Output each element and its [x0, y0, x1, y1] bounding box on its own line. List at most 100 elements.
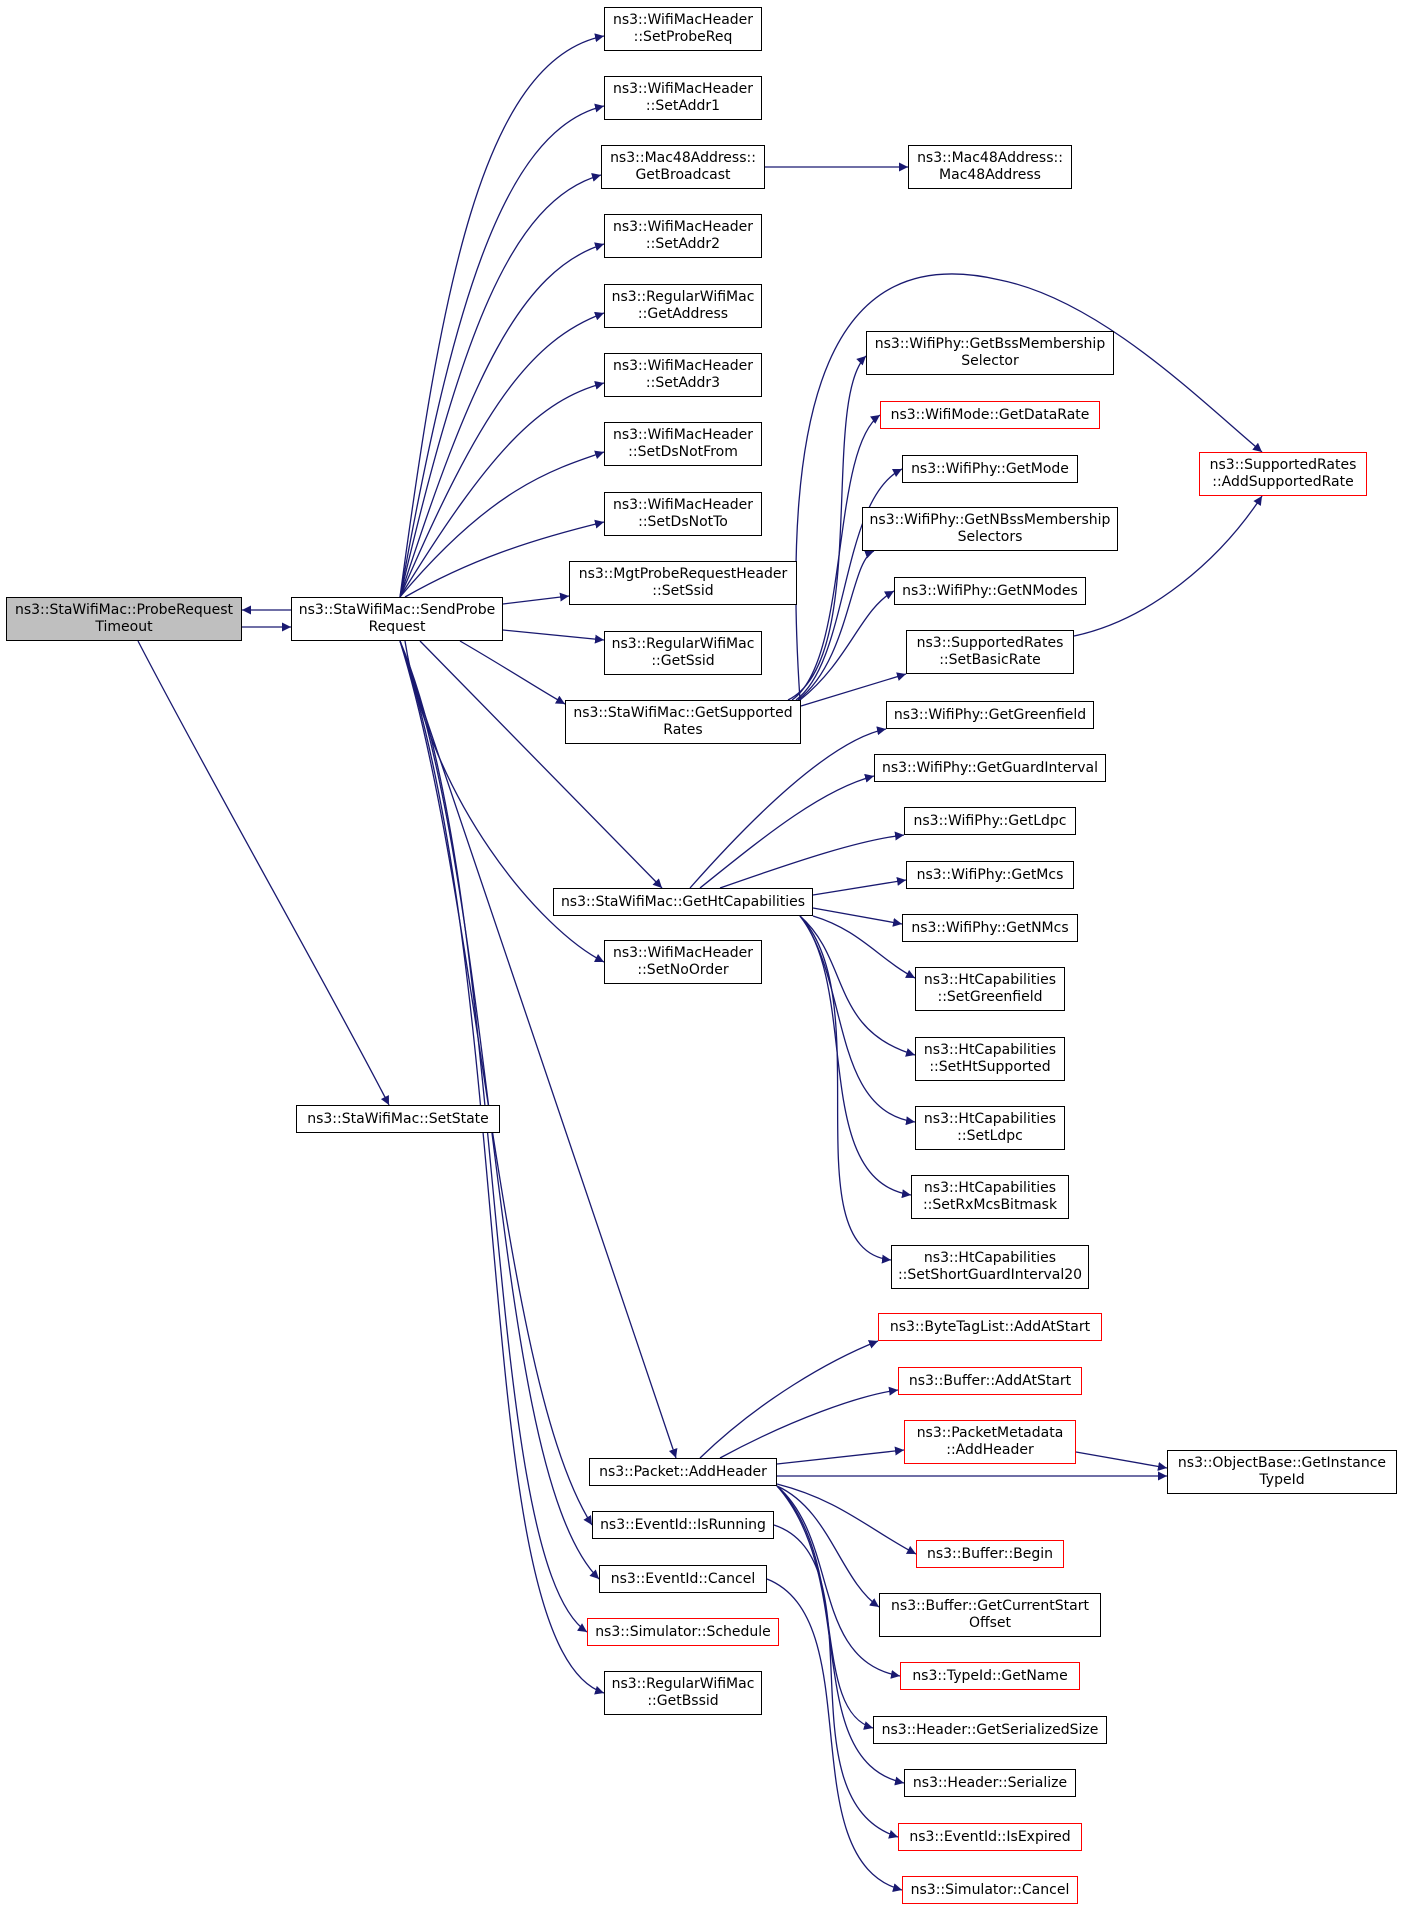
node-packet-metadata-add-header[interactable]: ns3::PacketMetadata::AddHeader: [904, 1420, 1076, 1464]
edge-to-buffer-begin: [776, 1483, 917, 1555]
node-label-line: ns3::PacketMetadata: [916, 1425, 1064, 1441]
edge-to-get-n-modes: [799, 590, 895, 701]
node-label-line: ns3::WifiMacHeader: [612, 358, 754, 374]
node-label-line: ns3::HtCapabilities: [923, 1250, 1057, 1266]
node-label-line: ns3::EventId::Cancel: [610, 1570, 756, 1587]
node-label-line: ns3::WifiPhy::GetNModes: [902, 582, 1078, 599]
node-label-line: ns3::WifiMacHeader: [612, 219, 754, 235]
edge-to-bytetag-add-at-start: [699, 1340, 879, 1459]
edge-to-set-addr3: [399, 380, 605, 598]
node-get-address[interactable]: ns3::RegularWifiMac::GetAddress: [604, 284, 762, 328]
node-typeid-get-name[interactable]: ns3::TypeId::GetName: [900, 1662, 1080, 1690]
node-set-basic-rate[interactable]: ns3::SupportedRates::SetBasicRate: [906, 630, 1074, 674]
edge-to-buffer-cso: [776, 1485, 880, 1608]
node-simulator-cancel[interactable]: ns3::Simulator::Cancel: [902, 1876, 1078, 1904]
node-label-line: ns3::WifiPhy::GetNMcs: [911, 919, 1069, 936]
node-label-line: ns3::RegularWifiMac: [611, 636, 755, 652]
node-set-ht-supported[interactable]: ns3::HtCapabilities::SetHtSupported: [915, 1037, 1065, 1081]
node-get-n-mcs[interactable]: ns3::WifiPhy::GetNMcs: [902, 914, 1078, 942]
node-set-ds-not-from[interactable]: ns3::WifiMacHeader::SetDsNotFrom: [604, 422, 762, 466]
node-get-n-modes[interactable]: ns3::WifiPhy::GetNModes: [894, 577, 1086, 605]
node-set-short-guard-interval20[interactable]: ns3::HtCapabilities::SetShortGuardInterv…: [891, 1245, 1089, 1289]
node-label-line: ::SetDsNotFrom: [628, 444, 738, 460]
node-label-line: ns3::WifiMacHeader: [612, 12, 754, 28]
node-header-get-serialized-size[interactable]: ns3::Header::GetSerializedSize: [873, 1716, 1107, 1744]
edge-to-set-probe-req: [399, 33, 605, 598]
edge-to-get-ldpc: [719, 831, 905, 889]
node-get-ht-capabilities[interactable]: ns3::StaWifiMac::GetHtCapabilities: [553, 888, 813, 916]
edge-to-set-ds-not-from: [399, 450, 605, 598]
node-label-line: ns3::Buffer::Begin: [926, 1545, 1054, 1562]
node-set-addr2[interactable]: ns3::WifiMacHeader::SetAddr2: [604, 214, 762, 258]
node-add-supported-rate[interactable]: ns3::SupportedRates::AddSupportedRate: [1199, 452, 1367, 496]
node-label-line: ::SetLdpc: [957, 1128, 1023, 1144]
edge-to-get-ht-capabilities: [419, 640, 663, 889]
edge-to-set-sgi20: [799, 915, 892, 1264]
edge-to-set-no-order: [404, 640, 605, 963]
node-label-line: Timeout: [95, 619, 153, 635]
node-label-line: ns3::Simulator::Cancel: [910, 1881, 1070, 1898]
node-get-mcs[interactable]: ns3::WifiPhy::GetMcs: [906, 861, 1074, 889]
node-bytetaglist-add-at-start[interactable]: ns3::ByteTagList::AddAtStart: [878, 1313, 1102, 1341]
node-event-is-running[interactable]: ns3::EventId::IsRunning: [592, 1511, 774, 1539]
edge-to-get-mcs: [812, 876, 907, 896]
node-set-addr1[interactable]: ns3::WifiMacHeader::SetAddr1: [604, 76, 762, 120]
node-set-probe-req[interactable]: ns3::WifiMacHeader::SetProbeReq: [604, 7, 762, 51]
node-event-is-expired[interactable]: ns3::EventId::IsExpired: [898, 1823, 1082, 1851]
node-set-ldpc[interactable]: ns3::HtCapabilities::SetLdpc: [915, 1106, 1065, 1150]
node-label-line: ns3::StaWifiMac::GetSupported: [573, 705, 793, 721]
node-label-line: ns3::ObjectBase::GetInstance: [1177, 1455, 1387, 1471]
node-get-ldpc[interactable]: ns3::WifiPhy::GetLdpc: [904, 807, 1076, 835]
node-label-line: ::SetRxMcsBitmask: [922, 1197, 1058, 1213]
node-get-mode[interactable]: ns3::WifiPhy::GetMode: [902, 455, 1078, 483]
node-set-rx-mcs-bitmask[interactable]: ns3::HtCapabilities::SetRxMcsBitmask: [911, 1175, 1069, 1219]
node-get-broadcast[interactable]: ns3::Mac48Address::GetBroadcast: [601, 145, 765, 189]
node-set-no-order[interactable]: ns3::WifiMacHeader::SetNoOrder: [604, 940, 762, 984]
node-set-addr3[interactable]: ns3::WifiMacHeader::SetAddr3: [604, 353, 762, 397]
edge-to-add-header: [399, 640, 678, 1459]
node-label-line: Request: [368, 619, 426, 635]
node-label-line: ns3::StaWifiMac::GetHtCapabilities: [560, 893, 806, 910]
node-event-cancel[interactable]: ns3::EventId::Cancel: [599, 1565, 767, 1593]
node-packet-add-header[interactable]: ns3::Packet::AddHeader: [589, 1458, 777, 1486]
edge-to-pm-add-header: [776, 1446, 905, 1465]
node-set-state[interactable]: ns3::StaWifiMac::SetState: [296, 1105, 500, 1133]
node-get-data-rate[interactable]: ns3::WifiMode::GetDataRate: [880, 401, 1100, 429]
node-label-line: ns3::WifiPhy::GetLdpc: [913, 812, 1067, 829]
node-simulator-schedule[interactable]: ns3::Simulator::Schedule: [587, 1618, 779, 1646]
node-label-line: ns3::WifiMacHeader: [612, 945, 754, 961]
node-label-line: ns3::Header::GetSerializedSize: [881, 1721, 1099, 1738]
node-mac48address[interactable]: ns3::Mac48Address::Mac48Address: [908, 145, 1072, 189]
node-header-serialize[interactable]: ns3::Header::Serialize: [904, 1769, 1076, 1797]
node-probe-set-ssid[interactable]: ns3::MgtProbeRequestHeader::SetSsid: [569, 561, 797, 605]
node-set-greenfield[interactable]: ns3::HtCapabilities::SetGreenfield: [915, 967, 1065, 1011]
edge-to-get-n-mcs: [812, 907, 903, 927]
edge-to-get-mode: [795, 468, 903, 701]
node-label-line: ns3::HtCapabilities: [923, 1042, 1057, 1058]
edge-is-running-to-is-expired: [773, 1524, 899, 1839]
node-label-line: ::SetDsNotTo: [638, 514, 728, 530]
node-label-line: ns3::Buffer::GetCurrentStart: [891, 1598, 1089, 1614]
node-get-ssid[interactable]: ns3::RegularWifiMac::GetSsid: [604, 631, 762, 675]
node-label-line: ns3::Mac48Address::: [917, 150, 1063, 166]
node-get-guard-interval[interactable]: ns3::WifiPhy::GetGuardInterval: [874, 754, 1106, 782]
node-buffer-begin[interactable]: ns3::Buffer::Begin: [916, 1540, 1064, 1568]
node-buffer-add-at-start[interactable]: ns3::Buffer::AddAtStart: [898, 1367, 1082, 1395]
node-label-line: Rates: [663, 722, 703, 738]
node-get-bssid[interactable]: ns3::RegularWifiMac::GetBssid: [604, 1671, 762, 1715]
node-label-line: ns3::WifiMacHeader: [612, 81, 754, 97]
edge-to-typeid-get-name: [776, 1485, 901, 1679]
node-label-line: ::GetBssid: [647, 1693, 719, 1709]
node-label-line: ns3::WifiMacHeader: [612, 497, 754, 513]
edge-to-set-ht-supported: [799, 915, 916, 1057]
node-label-line: ns3::WifiPhy::GetBssMembership: [874, 336, 1106, 352]
node-set-ds-not-to[interactable]: ns3::WifiMacHeader::SetDsNotTo: [604, 492, 762, 536]
node-get-greenfield[interactable]: ns3::WifiPhy::GetGreenfield: [886, 701, 1094, 729]
